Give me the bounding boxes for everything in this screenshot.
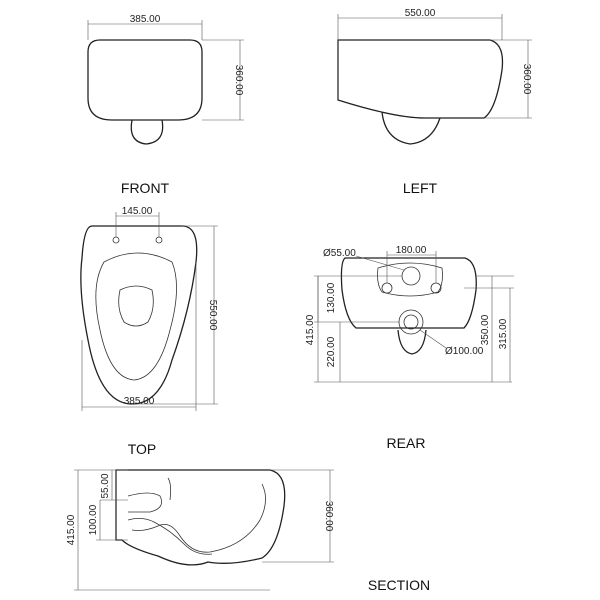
top-view: 145.00 550.00 385.00 TOP (80, 206, 218, 457)
front-view: 385.00 360.00 FRONT (87, 14, 244, 196)
rear-view: Ø55.00 180.00 Ø100.00 130.00 220.00 415.… (305, 245, 514, 451)
top-width-label: 385.00 (124, 396, 155, 407)
section-body-outline (115, 469, 286, 566)
rear-inlet-plate (377, 262, 443, 297)
rear-total-height-label: 415.00 (305, 314, 316, 345)
top-bowl-outline (95, 252, 177, 381)
section-trap-channel (127, 518, 213, 555)
rear-outlet-diameter-label: Ø100.00 (445, 346, 484, 357)
rear-inlet-leader (355, 255, 405, 271)
left-view: 550.00 360.00 LEFT (337, 8, 532, 196)
rear-bolt-hole-right (430, 282, 442, 294)
rear-view-title: REAR (387, 435, 426, 451)
left-trap-outline (381, 111, 441, 145)
front-height-label: 360.00 (233, 65, 244, 96)
rear-right-height-1-label: 350.00 (480, 314, 491, 345)
rear-body-outline (340, 257, 477, 329)
rear-inlet-offset-label: 130.00 (326, 282, 337, 313)
section-view: 55.00 100.00 415.00 360.00 SECTION (66, 469, 430, 593)
left-view-title: LEFT (403, 180, 438, 196)
rear-right-height-2-label: 315.00 (498, 318, 509, 349)
top-mounting-hole-left (112, 236, 120, 244)
front-body-outline (87, 39, 203, 121)
left-body-outline (337, 39, 504, 119)
rear-outlet-hole-outer (398, 309, 424, 335)
section-inlet-offset-label: 55.00 (100, 473, 111, 498)
section-total-height-label: 415.00 (66, 514, 77, 545)
left-width-label: 550.00 (405, 8, 436, 19)
section-view-title: SECTION (368, 577, 430, 593)
top-hole-spacing-label: 145.00 (122, 206, 153, 217)
left-height-label: 360.00 (521, 64, 532, 95)
rear-outlet-hole-inner (403, 314, 419, 330)
rear-trap-outline (397, 329, 427, 355)
section-outlet-offset-label: 100.00 (88, 504, 99, 535)
rear-bolt-spacing-label: 180.00 (396, 245, 427, 256)
top-length-label: 550.00 (207, 300, 218, 331)
top-mounting-hole-right (155, 236, 163, 244)
rear-outlet-leader (419, 329, 447, 349)
front-outlet-outline (130, 119, 164, 145)
rear-bolt-hole-left (381, 282, 393, 294)
top-drain-outline (118, 285, 154, 327)
section-inner-bowl (127, 477, 266, 553)
front-view-title: FRONT (121, 180, 170, 196)
front-width-label: 385.00 (130, 14, 161, 25)
top-view-title: TOP (128, 441, 157, 457)
rear-inlet-diameter-label: Ø55.00 (323, 248, 356, 259)
rear-outlet-height-label: 220.00 (326, 336, 337, 367)
rear-inlet-hole (401, 266, 421, 286)
section-bowl-height-label: 360.00 (323, 501, 334, 532)
